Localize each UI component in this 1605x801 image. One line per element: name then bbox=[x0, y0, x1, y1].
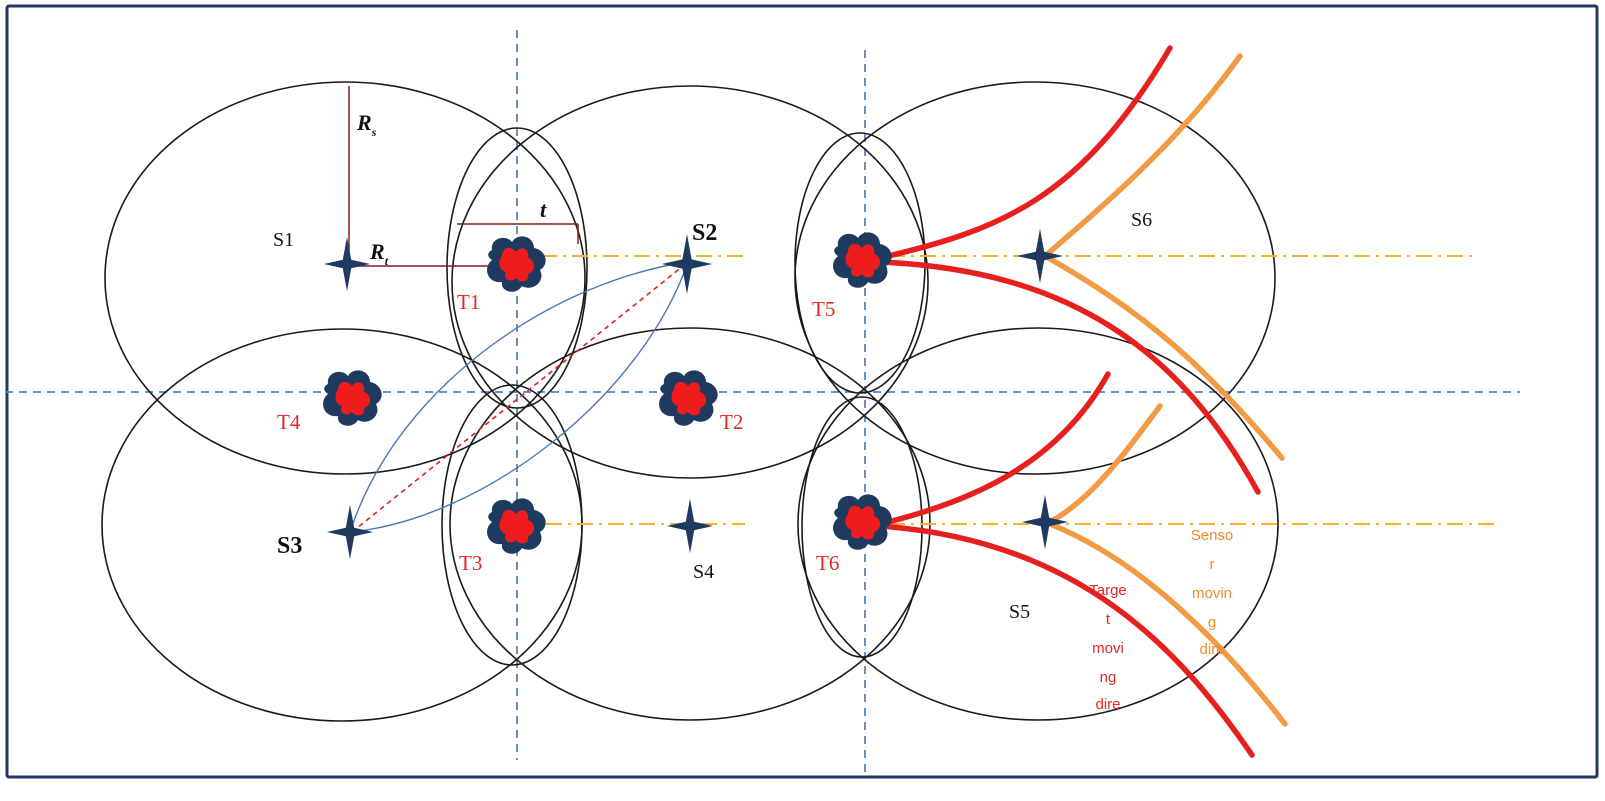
target-range-t6 bbox=[801, 396, 923, 658]
sensor-s2-label: S2 bbox=[692, 220, 717, 246]
sensor-path-s6-lower bbox=[1042, 253, 1285, 461]
target-t5-label: T5 bbox=[812, 297, 835, 321]
target-path-t5-upper bbox=[877, 45, 1173, 261]
sensor-moving-line-1: Senso bbox=[1191, 527, 1234, 544]
target-t1-label: T1 bbox=[457, 290, 480, 314]
sensor-moving-line-2: r bbox=[1210, 556, 1215, 573]
sensor-moving-line-3: movin bbox=[1192, 585, 1232, 602]
t-label: t bbox=[540, 197, 547, 222]
lens-lower bbox=[349, 261, 689, 533]
target-path-t6-lower bbox=[877, 523, 1255, 758]
target-moving-line-3: movi bbox=[1092, 640, 1124, 657]
target-t6-label: T6 bbox=[816, 551, 839, 575]
sensor-moving-line-5: dire bbox=[1199, 641, 1224, 658]
sensor-range-s1 bbox=[104, 81, 586, 475]
target-t3-label: T3 bbox=[459, 551, 482, 575]
target-path-t6-upper bbox=[877, 371, 1111, 527]
sensor-moving-note: Senso r movin g dire bbox=[1191, 527, 1234, 658]
sensor-s6-label: S6 bbox=[1131, 209, 1152, 231]
target-moving-line-4: ng bbox=[1100, 669, 1117, 686]
sensor-s5-label: S5 bbox=[1009, 601, 1030, 623]
rs-label: Rs bbox=[356, 110, 377, 139]
target-range-t1 bbox=[446, 127, 588, 409]
target-t4-label: T4 bbox=[277, 410, 301, 434]
target-moving-line-5: dire bbox=[1095, 696, 1120, 713]
sensor-path-s5-lower bbox=[1047, 521, 1288, 727]
sensor-range-s2 bbox=[451, 85, 929, 479]
sensor-range-s5 bbox=[797, 327, 1279, 721]
target-moving-line-2: t bbox=[1106, 611, 1111, 628]
lens-upper bbox=[349, 261, 689, 533]
sensor-moving-line-4: g bbox=[1208, 614, 1216, 631]
sensor-path-s5-upper bbox=[1047, 403, 1163, 525]
target-path-t5-lower bbox=[877, 259, 1261, 495]
sensor-s3-label: S3 bbox=[277, 533, 302, 559]
sensor-s4-label: S4 bbox=[693, 561, 714, 583]
rt-label: Rt bbox=[369, 239, 389, 268]
target-moving-line-1: Targe bbox=[1089, 582, 1127, 599]
target-t2-label: T2 bbox=[720, 410, 743, 434]
sensor-s1-label: S1 bbox=[273, 229, 294, 251]
sensor-path-s6-upper bbox=[1042, 53, 1243, 259]
target-moving-note: Targe t movi ng dire bbox=[1089, 582, 1127, 713]
